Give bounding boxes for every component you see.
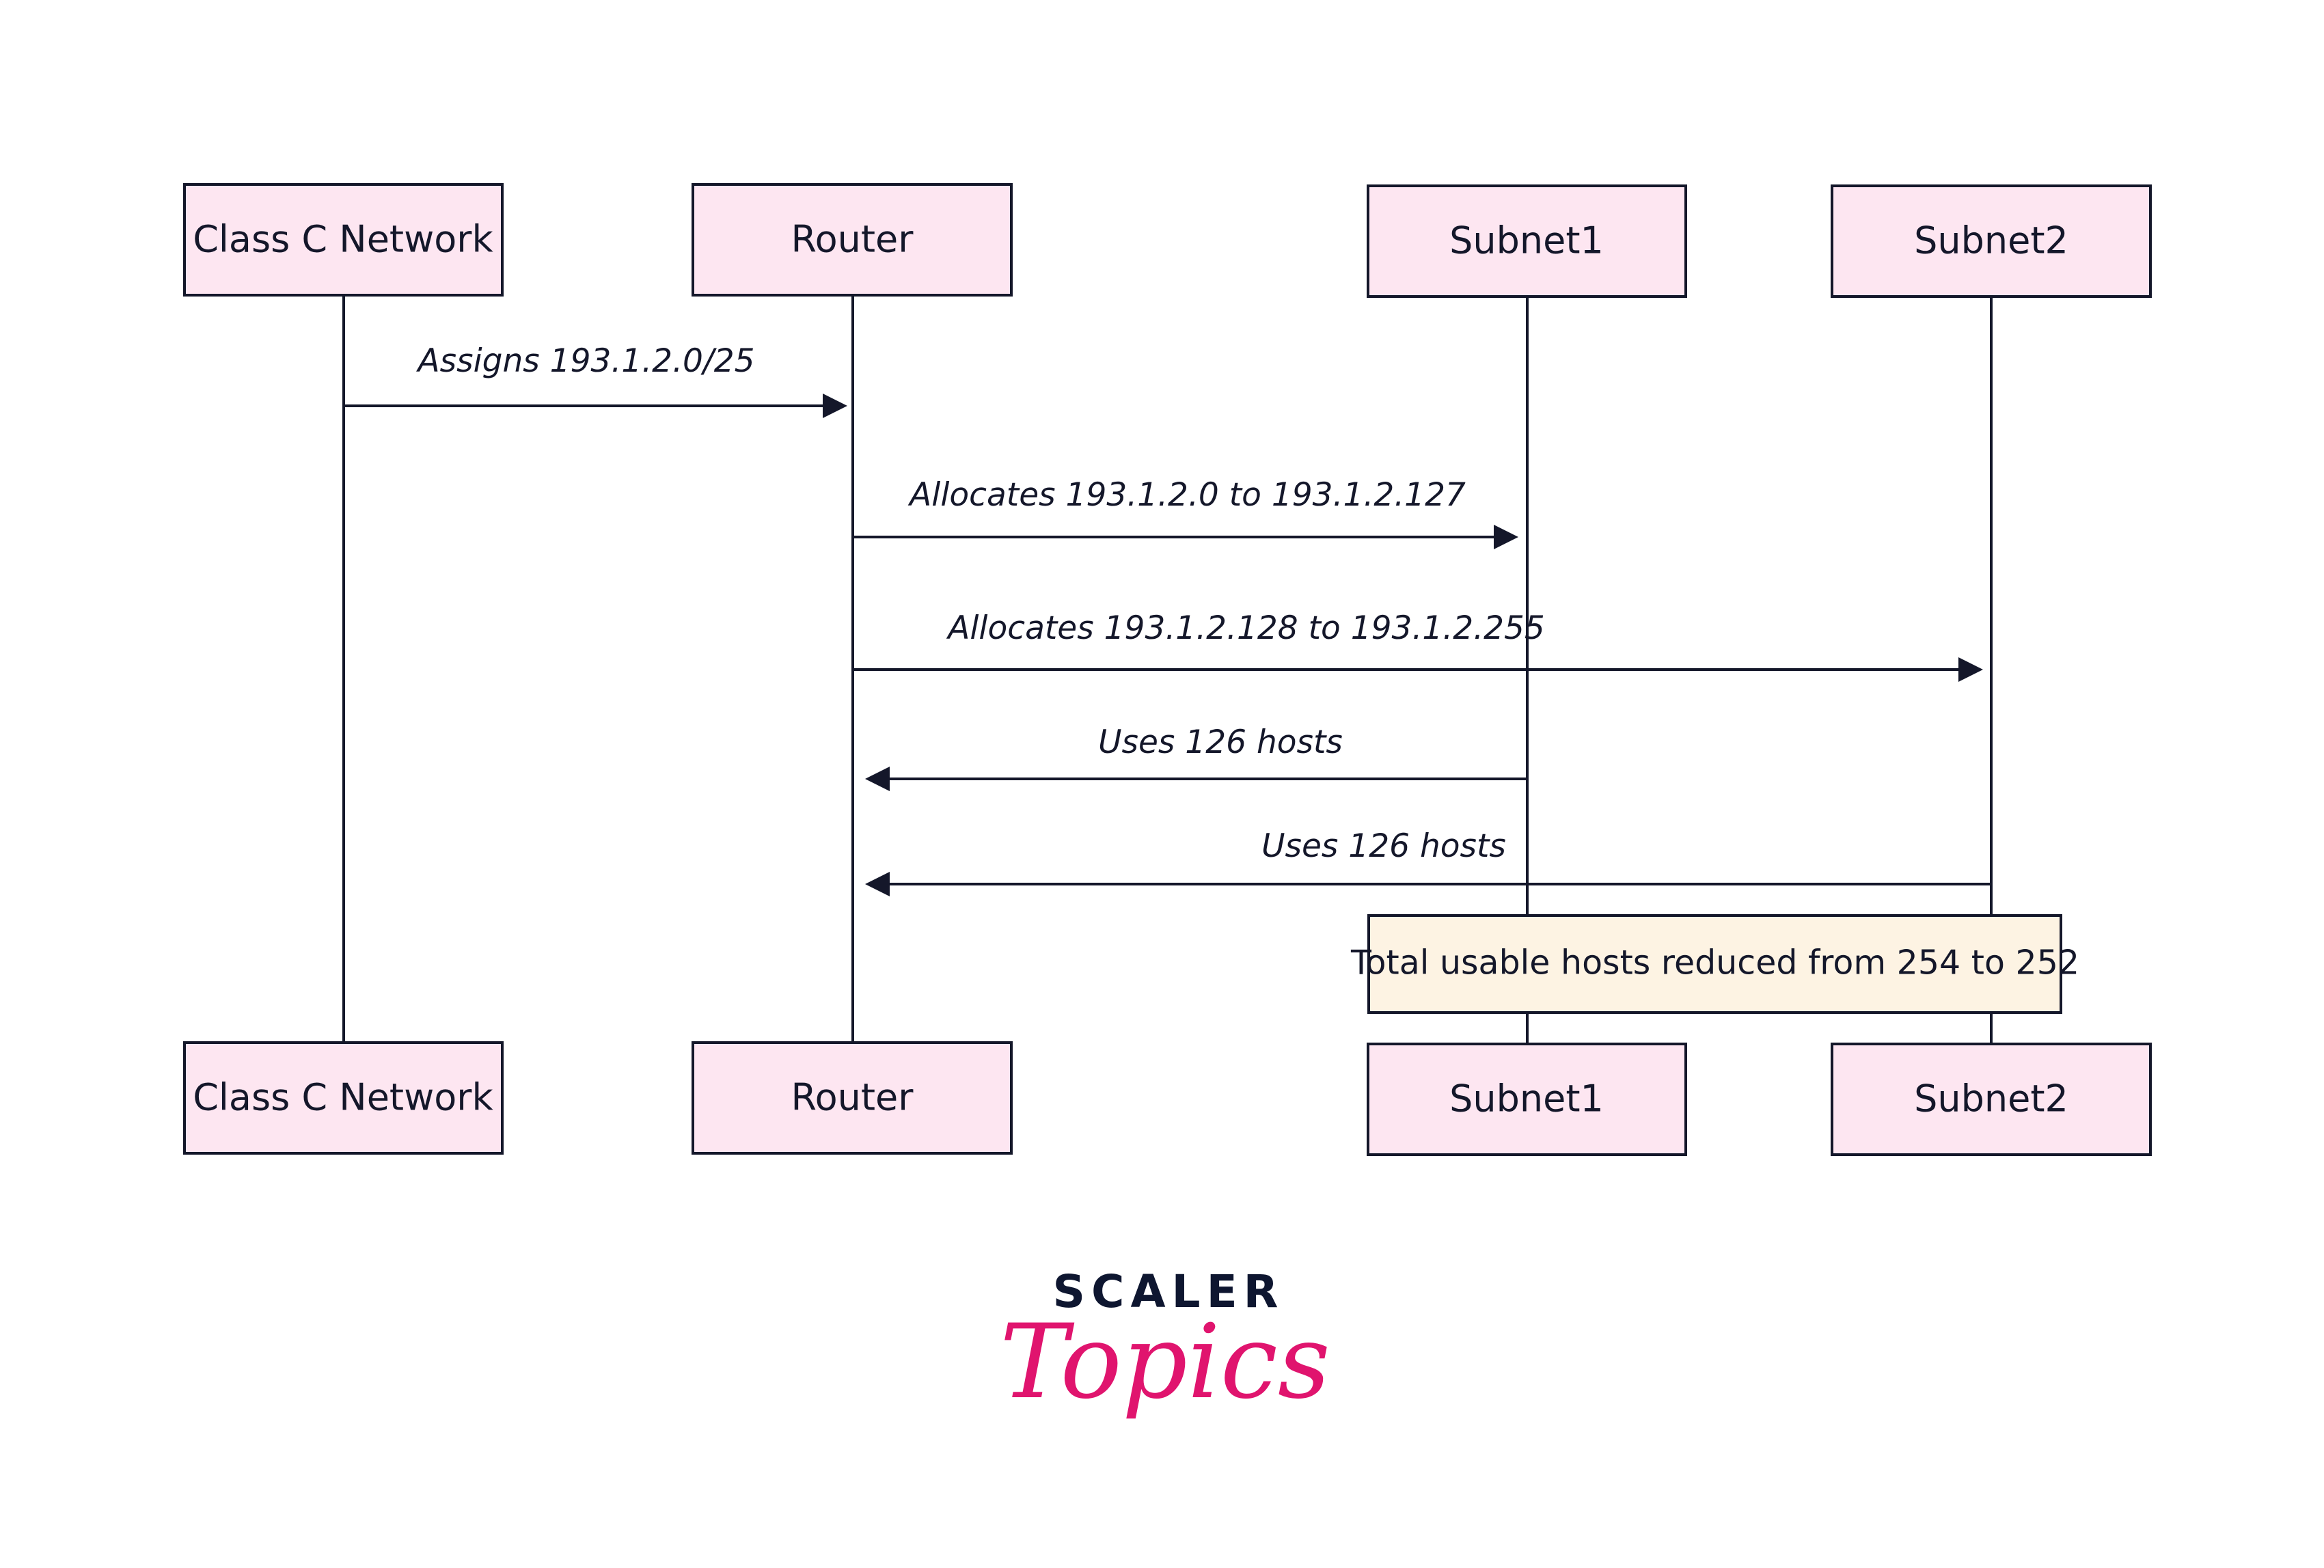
message-subnet1-uses: Uses 126 hosts <box>865 724 1527 791</box>
message-allocates-subnet2: Allocates 193.1.2.128 to 193.1.2.255 <box>853 609 1983 682</box>
actor-subnet2-top: Subnet2 <box>1831 184 2152 298</box>
message-label: Assigns 193.1.2.0/25 <box>415 342 754 380</box>
actor-subnet2-bottom: Subnet2 <box>1831 1043 2152 1156</box>
message-subnet2-uses: Uses 126 hosts <box>865 827 1991 896</box>
message-label: Allocates 193.1.2.0 to 193.1.2.127 <box>907 476 1466 514</box>
arrow-head-right <box>1958 657 1983 682</box>
actor-subnet1-bottom: Subnet1 <box>1367 1043 1687 1156</box>
actor-subnet1-top: Subnet1 <box>1367 184 1687 298</box>
scaler-topics-logo: SCALER Topics <box>1000 1265 1330 1422</box>
actor-router-top: Router <box>692 183 1013 297</box>
actors-bottom: Class C Network Router Subnet1 Subnet2 <box>183 1041 2152 1156</box>
actor-label: Router <box>791 218 914 261</box>
actor-label: Router <box>791 1076 914 1119</box>
arrow-head-right <box>823 394 847 418</box>
messages: Assigns 193.1.2.0/25 Allocates 193.1.2.0… <box>344 342 1991 896</box>
note-hosts-reduced: Total usable hosts reduced from 254 to 2… <box>1350 914 2079 1014</box>
message-label: Uses 126 hosts <box>1098 724 1343 761</box>
message-assigns: Assigns 193.1.2.0/25 <box>344 342 847 418</box>
actor-router-bottom: Router <box>692 1041 1013 1155</box>
note-text: Total usable hosts reduced from 254 to 2… <box>1350 944 2079 982</box>
arrow-head-left <box>865 767 890 791</box>
actor-label: Subnet1 <box>1449 219 1604 262</box>
actor-label: Class C Network <box>193 1076 493 1119</box>
actor-label: Subnet2 <box>1914 1077 2068 1120</box>
actor-label: Subnet1 <box>1449 1077 1604 1120</box>
actor-label: Subnet2 <box>1914 219 2068 262</box>
actor-class-c-network-top: Class C Network <box>183 183 504 297</box>
message-label: Uses 126 hosts <box>1261 827 1506 865</box>
actor-label: Class C Network <box>193 218 493 261</box>
message-allocates-subnet1: Allocates 193.1.2.0 to 193.1.2.127 <box>853 476 1518 549</box>
actors-top: Class C Network Router Subnet1 Subnet2 <box>183 183 2152 298</box>
actor-class-c-network-bottom: Class C Network <box>183 1041 504 1155</box>
arrow-head-left <box>865 872 890 896</box>
message-label: Allocates 193.1.2.128 to 193.1.2.255 <box>946 609 1545 647</box>
logo-topics-text: Topics <box>1000 1303 1330 1422</box>
arrow-head-right <box>1494 525 1518 549</box>
logo-scaler-text: SCALER <box>1052 1265 1284 1318</box>
